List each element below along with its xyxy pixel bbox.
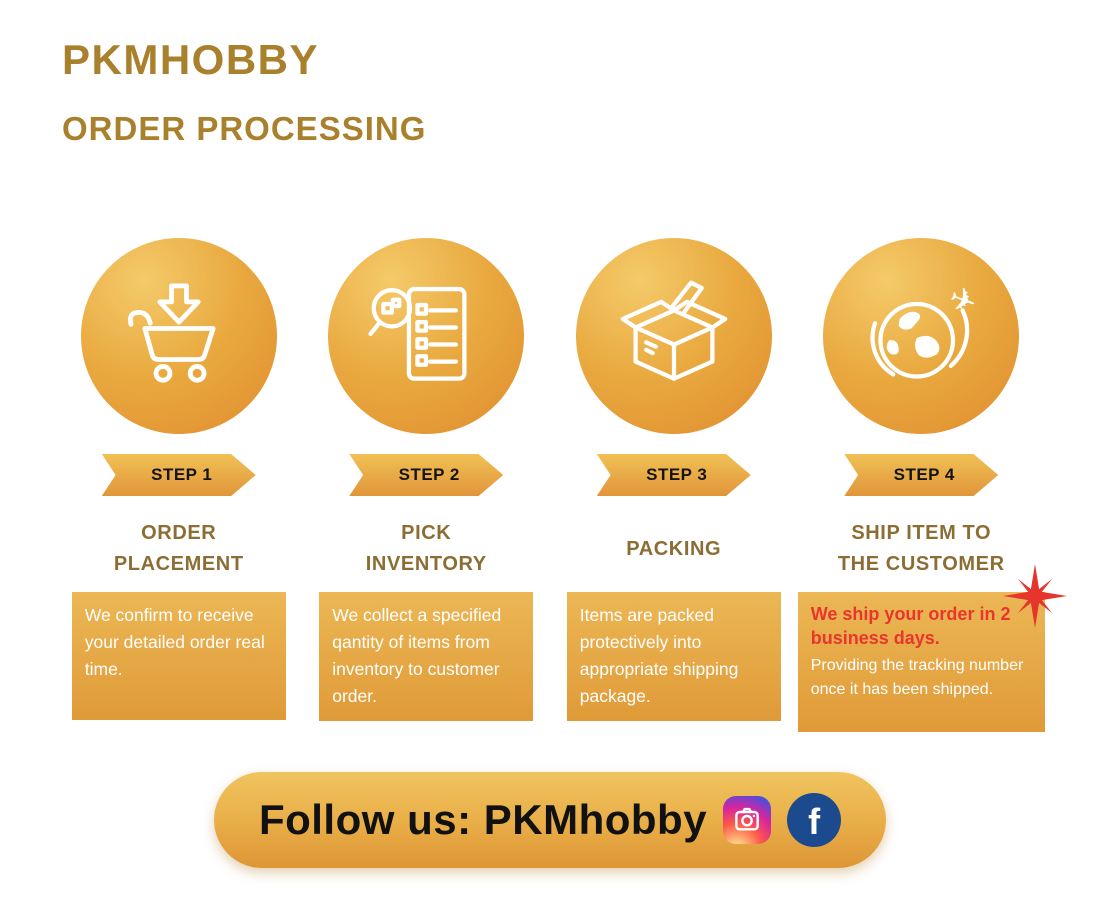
step-description-highlight: We ship your order in 2 business days. bbox=[810, 604, 1011, 649]
step-title: SHIP ITEM TO THE CUSTOMER bbox=[837, 522, 1005, 575]
step-column-pick-inventory: STEP 2 PICK INVENTORY We collect a speci… bbox=[303, 238, 551, 732]
header: PKMHOBBY ORDER PROCESSING bbox=[62, 36, 426, 148]
step-title: PICK INVENTORY bbox=[365, 522, 487, 575]
step-description-box: Items are packed protectively into appro… bbox=[566, 592, 781, 721]
step-badge: STEP 3 bbox=[596, 454, 751, 496]
step-badge: STEP 2 bbox=[349, 454, 504, 496]
step-description: Items are packed protectively into appro… bbox=[579, 605, 739, 707]
follow-us-label: Follow us: PKMhobby bbox=[258, 796, 708, 843]
svg-text:✈: ✈ bbox=[944, 279, 982, 322]
step-column-packing: STEP 3 PACKING Items are packed protecti… bbox=[550, 238, 798, 732]
facebook-icon[interactable]: f bbox=[787, 793, 842, 847]
step-description: We confirm to receive your detailed orde… bbox=[84, 605, 265, 680]
cart-download-icon bbox=[80, 238, 277, 434]
step-title: PACKING bbox=[626, 537, 722, 560]
brand-title: PKMHOBBY bbox=[62, 36, 320, 83]
facebook-glyph: f bbox=[808, 801, 821, 842]
step-column-order-placement: STEP 1 ORDER PLACEMENT We confirm to rec… bbox=[55, 238, 303, 732]
step-description-box: We ship your order in 2 business days. Pr… bbox=[797, 564, 1067, 732]
inventory-checklist-icon bbox=[328, 238, 525, 434]
follow-us-banner: Follow us: PKMhobby f bbox=[214, 772, 886, 868]
step-description-box: We confirm to receive your detailed orde… bbox=[71, 592, 286, 720]
step-badge: STEP 1 bbox=[101, 454, 256, 496]
step-column-ship-item: ✈ STEP 4 SHIP ITEM TO THE CUSTOMER We sh… bbox=[797, 238, 1067, 732]
steps-row: STEP 1 ORDER PLACEMENT We confirm to rec… bbox=[55, 238, 1067, 732]
page-title: ORDER PROCESSING bbox=[62, 110, 427, 147]
instagram-icon[interactable] bbox=[723, 796, 772, 844]
globe-plane-icon: ✈ bbox=[823, 238, 1020, 434]
step-badge: STEP 4 bbox=[844, 454, 999, 496]
step-description: Providing the tracking number once it ha… bbox=[810, 656, 1024, 699]
step-description-box: We collect a specified qantity of items … bbox=[319, 592, 534, 721]
step-title: ORDER PLACEMENT bbox=[113, 522, 244, 575]
step-description: We collect a specified qantity of items … bbox=[332, 605, 502, 707]
packing-box-icon bbox=[575, 238, 772, 434]
